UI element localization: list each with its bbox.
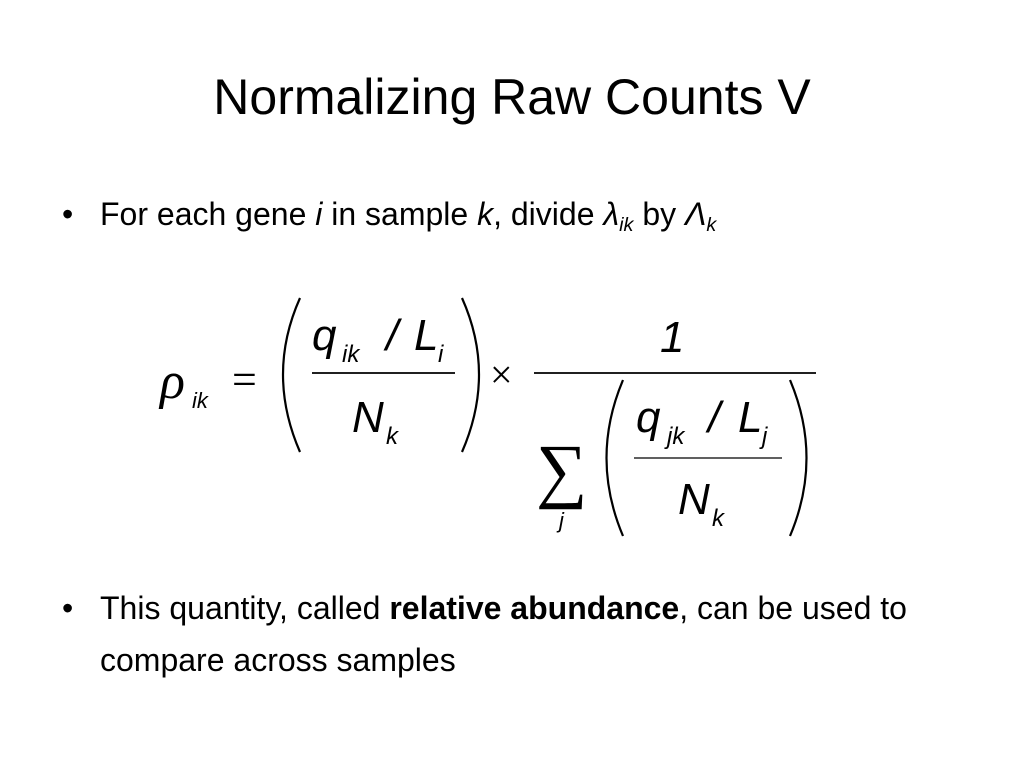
inner-den-N-subscript: k — [712, 505, 726, 532]
slide-title: Normalizing Raw Counts V — [213, 69, 811, 125]
sigma-symbol: ∑ — [536, 430, 587, 510]
inner-num-L-subscript: j — [759, 423, 768, 450]
bullet-1-by: by — [633, 196, 686, 232]
inner-paren-open — [605, 379, 625, 537]
bullet-1-text: For each gene i in sample k, divide λik … — [100, 188, 716, 240]
sigma-subscript: j — [556, 508, 565, 533]
left-num-slash: / — [383, 311, 402, 360]
rho-subscript: ik — [192, 388, 209, 413]
rho-symbol: ρ — [158, 353, 185, 410]
inner-paren-close — [788, 379, 808, 537]
right-num-one: 1 — [660, 313, 684, 362]
bullet-1-prefix: For each gene — [100, 196, 316, 232]
bullet-1-mid1: in sample — [322, 196, 478, 232]
inner-den-N: N — [678, 475, 710, 524]
var-k: k — [477, 196, 494, 232]
bullet-2-suffix: , can be used to compare across samples — [100, 590, 907, 678]
left-num-L-subscript: i — [438, 341, 444, 368]
equals-sign: = — [232, 355, 257, 404]
bullet-dot: • — [62, 590, 74, 626]
left-paren-close — [460, 297, 480, 453]
left-num-q-subscript: ik — [342, 341, 361, 368]
left-num-L: L — [414, 311, 438, 360]
bullet-1-mid2: , divide — [493, 196, 604, 232]
left-num-q: q — [312, 311, 337, 360]
inner-num-q-subscript: jk — [664, 423, 686, 450]
inner-num-L: L — [738, 393, 762, 442]
lambda-symbol: λ — [603, 196, 620, 232]
capital-lambda-symbol: Λ — [685, 196, 707, 232]
inner-num-slash: / — [705, 393, 724, 442]
bullet-2-text: This quantity, called relative abundance… — [100, 582, 980, 686]
left-paren-open — [282, 297, 302, 453]
left-den-N-subscript: k — [386, 423, 400, 450]
relative-abundance-term: relative abundance — [389, 590, 680, 626]
times-sign: × — [490, 352, 513, 397]
bullet-dot: • — [62, 196, 74, 232]
left-den-N: N — [352, 393, 384, 442]
bullet-2-prefix: This quantity, called — [100, 590, 390, 626]
capital-lambda-subscript: k — [706, 213, 717, 236]
var-i: i — [315, 196, 323, 232]
inner-num-q: q — [636, 393, 661, 442]
lambda-subscript: ik — [619, 213, 634, 236]
